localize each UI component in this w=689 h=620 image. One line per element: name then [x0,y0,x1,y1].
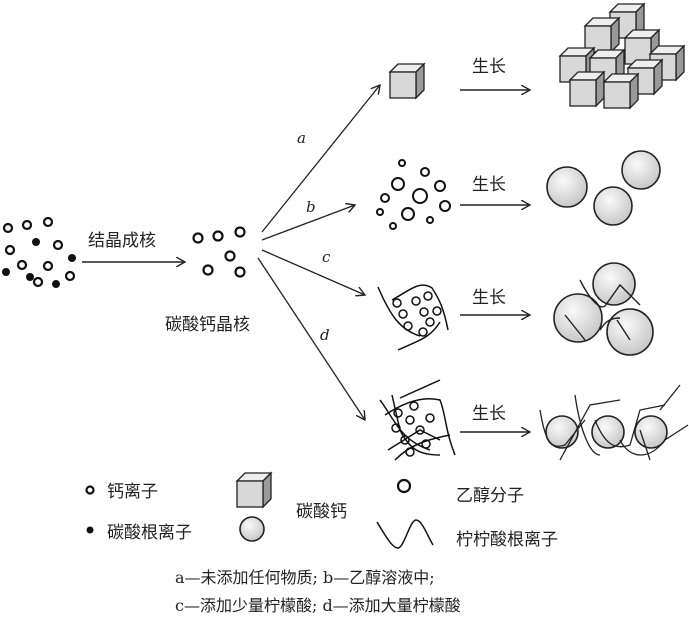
growth-label-d: 生长 [472,404,506,424]
small-cube [389,63,425,99]
calcium-carbonate-cube-symbol [236,472,272,508]
initial-ions [2,216,76,288]
growth-label-b: 生长 [472,175,506,195]
nucleus-label: 碳酸钙晶核 [165,315,250,335]
legend-citrate: 柠柠酸根离子 [456,530,558,550]
ethanol-symbol [396,478,412,494]
carbonate-ion-symbol [86,526,94,534]
spheres-c [553,262,654,356]
caption-line-1: a—未添加任何物质; b—乙醇溶液中; [175,568,435,587]
nuclei [192,226,246,278]
ethanol-nuclei [376,159,451,230]
growth-label-c: 生长 [472,288,506,308]
citrate-nuclei-many [379,379,456,461]
branch-d-label: d [320,326,330,344]
nucleation-label: 结晶成核 [88,231,156,251]
legend: 钙离子 碳酸根离子 碳酸钙 乙醇分子 柠柠酸根离子 [85,472,558,550]
caption-line-2: c—添加少量柠檬酸; d—添加大量柠檬酸 [175,596,461,615]
branch-b-label: b [306,198,316,216]
cube-cluster [559,3,685,109]
branch-arrows [257,85,380,420]
branch-a-label: a [297,129,306,147]
legend-carbonate-ion: 碳酸根离子 [107,523,192,543]
spheres-d [539,384,689,461]
citrate-wave-symbol [376,519,434,549]
spheres-b [546,150,661,226]
calcium-carbonate-sphere-symbol [239,516,265,542]
legend-ethanol: 乙醇分子 [456,486,524,506]
branch-c-label: c [322,248,331,266]
growth-label-a: 生长 [472,57,506,77]
legend-calcium-ion: 钙离子 [107,482,158,502]
legend-calcium-carbonate: 碳酸钙 [296,502,347,522]
citrate-nuclei-few [377,284,449,351]
calcium-ion-symbol [85,485,95,495]
